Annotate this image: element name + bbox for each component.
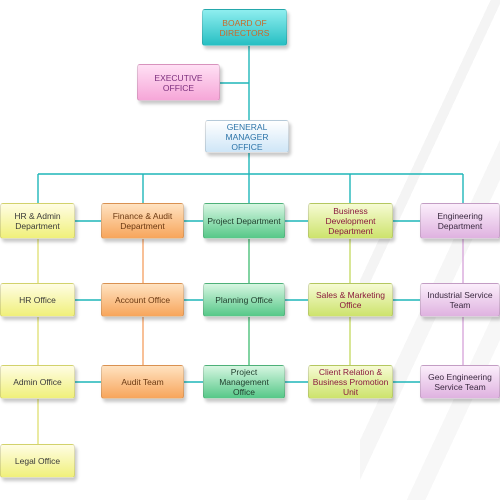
project-management-office-box[interactable]: Project Management Office [203,365,285,399]
hr-admin-department-box[interactable]: HR & Admin Department [0,203,75,239]
client-relation-business-promotion-unit-box[interactable]: Client Relation & Business Promotion Uni… [308,365,393,399]
background-stripes [360,0,500,500]
engineering-department-box[interactable]: Engineering Department [420,203,500,239]
audit-team-box[interactable]: Audit Team [101,365,184,399]
admin-office-box[interactable]: Admin Office [0,365,75,399]
sales-marketing-office-box[interactable]: Sales & Marketing Office [308,283,393,317]
geo-engineering-service-team-box[interactable]: Geo Engineering Service Team [420,365,500,399]
hr-office-box[interactable]: HR Office [0,283,75,317]
industrial-service-team-box[interactable]: Industrial Service Team [420,283,500,317]
planning-office-box[interactable]: Planning Office [203,283,285,317]
finance-audit-department-box[interactable]: Finance & Audit Department [101,203,184,239]
general-manager-office-box[interactable]: GENERAL MANAGER OFFICE [205,120,289,153]
board-of-directors-box[interactable]: BOARD OF DIRECTORS [202,9,287,46]
account-office-box[interactable]: Account Office [101,283,184,317]
project-department-box[interactable]: Project Department [203,203,285,239]
executive-office-box[interactable]: EXECUTIVE OFFICE [137,64,220,101]
legal-office-box[interactable]: Legal Office [0,444,75,478]
business-development-department-box[interactable]: Business Development Department [308,203,393,239]
